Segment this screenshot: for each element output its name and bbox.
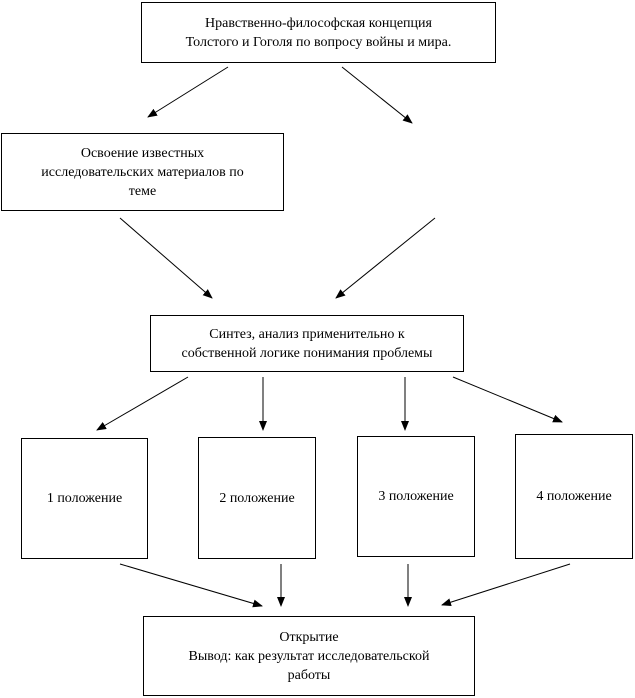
arrow-position-1-to-conclusion xyxy=(119,563,263,608)
position-2-box: 2 положение xyxy=(198,437,316,559)
position-4-box: 4 положение xyxy=(515,434,633,559)
conclusion-text: Открытие Вывод: как результат исследоват… xyxy=(188,629,430,683)
position-4-text: 4 положение xyxy=(536,489,612,504)
position-1-text: 1 положение xyxy=(46,491,123,506)
arrow-synthesis-to-position-1 xyxy=(96,376,189,431)
arrow-synthesis-to-position-4 xyxy=(452,376,563,423)
conclusion-box: Открытие Вывод: как результат исследоват… xyxy=(143,616,475,696)
arrow-research-to-synthesis xyxy=(119,217,213,299)
position-1-box: 1 положение xyxy=(21,438,148,559)
arrow-position-4-to-conclusion xyxy=(441,563,571,607)
research-box: Освоение известных исследовательских мат… xyxy=(1,133,284,211)
arrow-right-to-synthesis xyxy=(335,217,436,299)
top-concept-text: Нравственно-философская концепция Толсто… xyxy=(185,15,452,50)
position-2-text: 2 положение xyxy=(219,490,295,506)
synthesis-box: Синтез, анализ применительно к собственн… xyxy=(150,315,464,372)
position-3-box: 3 положение xyxy=(357,436,475,557)
arrow-top-to-right xyxy=(341,66,413,124)
research-text: Освоение известных исследовательских мат… xyxy=(41,145,244,199)
position-3-text: 3 положение xyxy=(378,489,454,504)
synthesis-text: Синтез, анализ применительно к собственн… xyxy=(181,326,433,361)
arrow-top-to-research xyxy=(147,66,229,118)
top-concept-box: Нравственно-философская концепция Толсто… xyxy=(141,2,496,63)
